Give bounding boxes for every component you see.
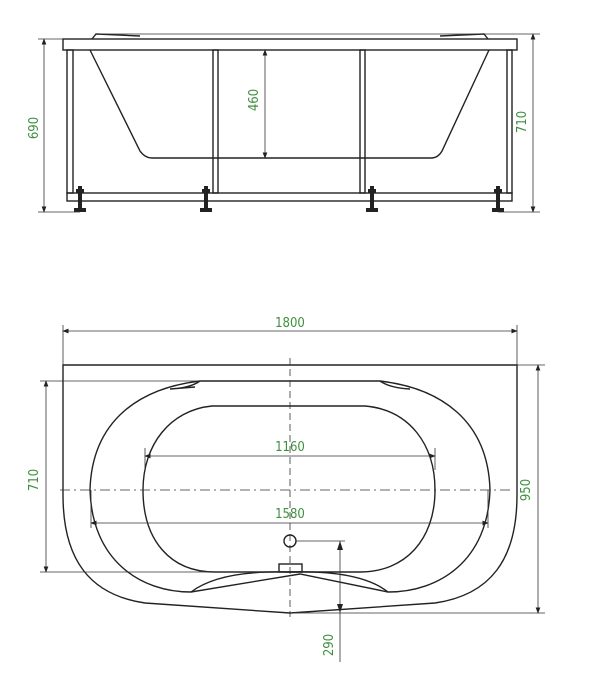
- tub-rim: [62, 38, 518, 51]
- overflow: [278, 563, 303, 573]
- side-view: 690 460 710: [27, 33, 540, 213]
- tub-body: [89, 49, 490, 159]
- dim-label-rim-width: 710: [27, 469, 42, 491]
- dim-label-rim-length: 1580: [275, 507, 305, 522]
- headrest-right: [439, 33, 489, 40]
- headrest-top-right: [379, 380, 411, 390]
- dim-label-width: 950: [519, 479, 534, 501]
- headrest-left: [91, 33, 141, 40]
- dim-label-length: 1800: [275, 316, 305, 331]
- dim-label-drain-offset: 290: [322, 634, 337, 656]
- dim-label-overall-height: 690: [27, 117, 42, 139]
- headrest-top-left: [169, 380, 201, 390]
- outer-contour: [62, 364, 518, 614]
- dim-label-height-with-rim: 710: [515, 111, 530, 133]
- frame: [66, 49, 513, 202]
- dim-label-inner-length: 1160: [275, 440, 305, 455]
- plan-view: 1800 710 950 1160 1580 290: [27, 316, 545, 662]
- dim-label-depth: 460: [247, 89, 262, 111]
- adjustable-feet: [74, 186, 504, 212]
- rim-contour: [89, 380, 491, 593]
